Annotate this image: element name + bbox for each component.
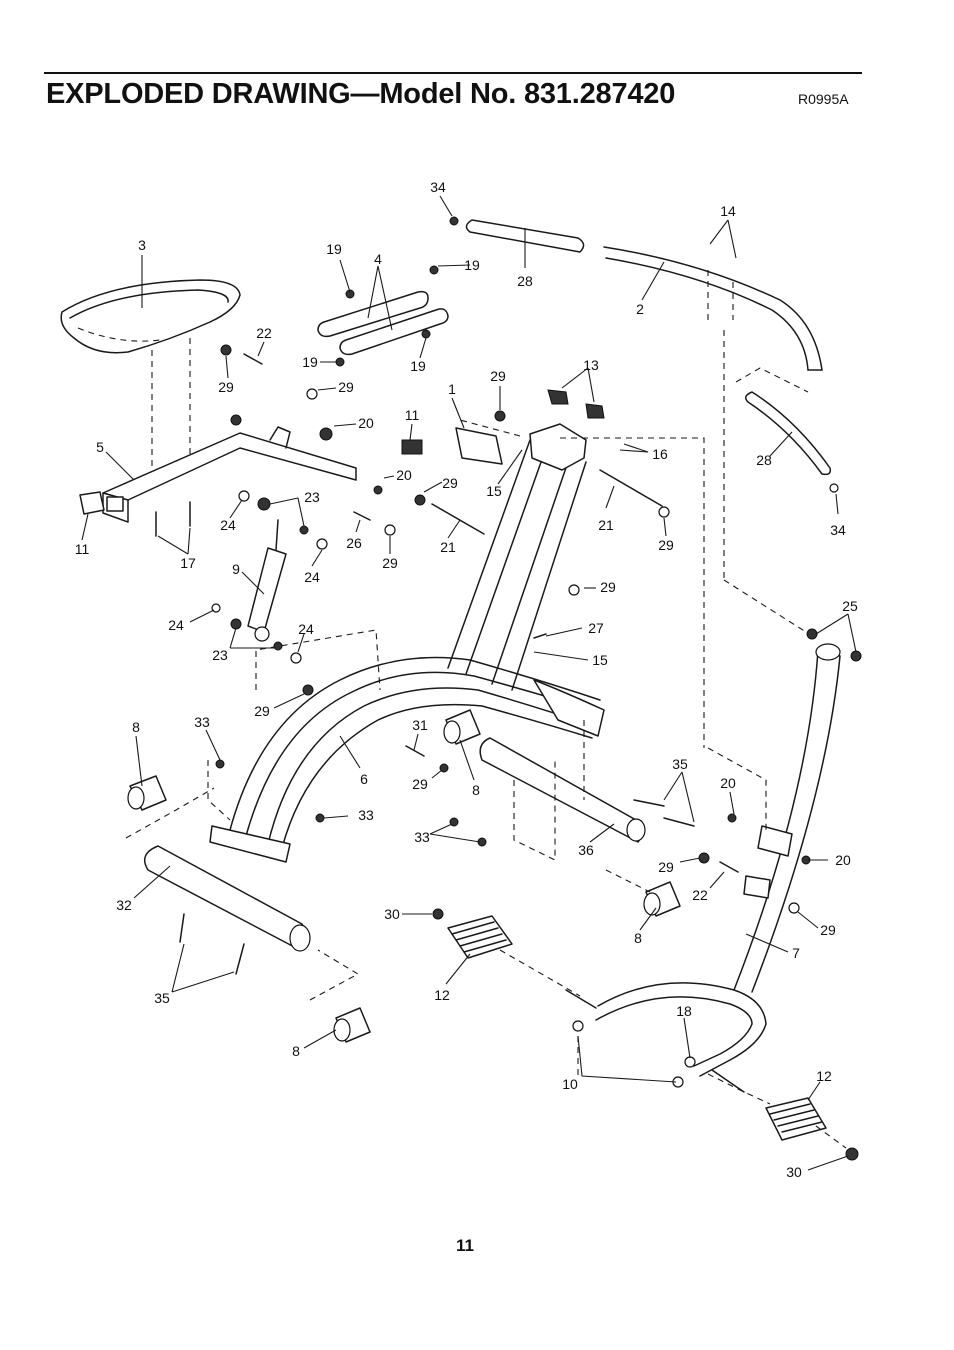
- callout-number: 15: [592, 652, 608, 668]
- callout-number: 32: [116, 897, 132, 913]
- callout-number: 23: [304, 489, 320, 505]
- callout-number: 2: [636, 301, 644, 317]
- callout-number: 35: [154, 990, 170, 1006]
- callout-number: 7: [792, 945, 800, 961]
- page-number: 11: [456, 1236, 474, 1255]
- seat-part: [60, 279, 241, 354]
- callout-number: 10: [562, 1076, 578, 1092]
- end-cap-part: [127, 709, 681, 1043]
- callout-number: 30: [384, 906, 400, 922]
- callout-number: 17: [180, 555, 196, 571]
- leader-lines: [81, 195, 857, 1171]
- callout-number: 30: [786, 1164, 802, 1180]
- callout-number: 24: [168, 617, 184, 633]
- drawing-code: R0995A: [798, 91, 849, 107]
- callout-number: 22: [256, 325, 272, 341]
- callout-number: 35: [672, 756, 688, 772]
- handle-tube-part: [603, 246, 823, 371]
- base-frame-part: [209, 656, 605, 863]
- callout-number: 20: [835, 852, 851, 868]
- callout-number: 3: [138, 237, 146, 253]
- callout-number: 29: [658, 537, 674, 553]
- callout-number: 29: [600, 579, 616, 595]
- link-arm-part: [317, 290, 449, 356]
- callout-number: 16: [652, 446, 668, 462]
- callout-number: 19: [464, 257, 480, 273]
- callout-number: 29: [442, 475, 458, 491]
- callout-number: 8: [472, 782, 480, 798]
- callout-number: 34: [830, 522, 846, 538]
- callout-number: 24: [220, 517, 236, 533]
- callout-number: 31: [412, 717, 428, 733]
- bracket-part: [401, 439, 423, 455]
- callout-number: 18: [676, 1003, 692, 1019]
- callout-number: 19: [410, 358, 426, 374]
- callout-number: 26: [346, 535, 362, 551]
- callout-number: 28: [517, 273, 533, 289]
- callout-number: 8: [132, 719, 140, 735]
- callout-number: 8: [634, 930, 642, 946]
- callout-number: 13: [583, 357, 599, 373]
- callout-number: 22: [692, 887, 708, 903]
- callout-number: 11: [75, 541, 90, 557]
- pivot-tube-part: [479, 737, 646, 843]
- callout-number: 28: [756, 452, 772, 468]
- callout-number: 24: [298, 621, 314, 637]
- callout-number: 5: [96, 439, 104, 455]
- callout-number: 15: [486, 483, 502, 499]
- seat-frame-part: [102, 426, 357, 523]
- callout-number: 29: [820, 922, 836, 938]
- header-rule: [44, 72, 862, 74]
- pin-part: [179, 353, 745, 1093]
- callout-number: 11: [405, 407, 420, 423]
- callout-number: 23: [212, 647, 228, 663]
- callout-number: 20: [396, 467, 412, 483]
- callout-number: 19: [326, 241, 342, 257]
- callout-number: 14: [720, 203, 736, 219]
- callout-number: 33: [358, 807, 374, 823]
- callout-number: 29: [338, 379, 354, 395]
- callout-number: 29: [658, 859, 674, 875]
- upright-frame-part: [447, 423, 587, 691]
- shock-part: [247, 519, 287, 642]
- callout-number: 4: [374, 251, 382, 267]
- pedal-arm-part: [595, 643, 841, 1077]
- callout-number: 25: [842, 598, 858, 614]
- callout-number: 27: [588, 620, 604, 636]
- callout-number: 1: [448, 381, 456, 397]
- pedal-part: [447, 915, 827, 1141]
- callout-number: 29: [254, 703, 270, 719]
- callout-number: 33: [414, 829, 430, 845]
- page-title: EXPLODED DRAWING—Model No. 831.287420: [46, 78, 676, 110]
- callout-number: 20: [358, 415, 374, 431]
- callout-number: 29: [490, 368, 506, 384]
- callout-number: 8: [292, 1043, 300, 1059]
- callout-number: 34: [430, 179, 446, 195]
- callout-number: 29: [218, 379, 234, 395]
- callout-number: 9: [232, 561, 240, 577]
- callout-number: 21: [440, 539, 456, 555]
- callout-number: 29: [412, 776, 428, 792]
- console-part: [455, 427, 503, 465]
- callout-number: 20: [720, 775, 736, 791]
- callout-number: 12: [434, 987, 450, 1003]
- callout-number: 6: [360, 771, 368, 787]
- hardware-part: [211, 216, 862, 1161]
- end-cap-part: [79, 491, 105, 515]
- callout-number: 12: [816, 1068, 832, 1084]
- stabilizer-part: [143, 845, 311, 952]
- callout-number: 21: [598, 517, 614, 533]
- callout-number: 36: [578, 842, 594, 858]
- callout-number: 33: [194, 714, 210, 730]
- callout-number: 19: [302, 354, 318, 370]
- callout-number: 24: [304, 569, 320, 585]
- callout-number: 29: [382, 555, 398, 571]
- bolt-part: [155, 501, 191, 537]
- grip-foam-part: [465, 219, 832, 476]
